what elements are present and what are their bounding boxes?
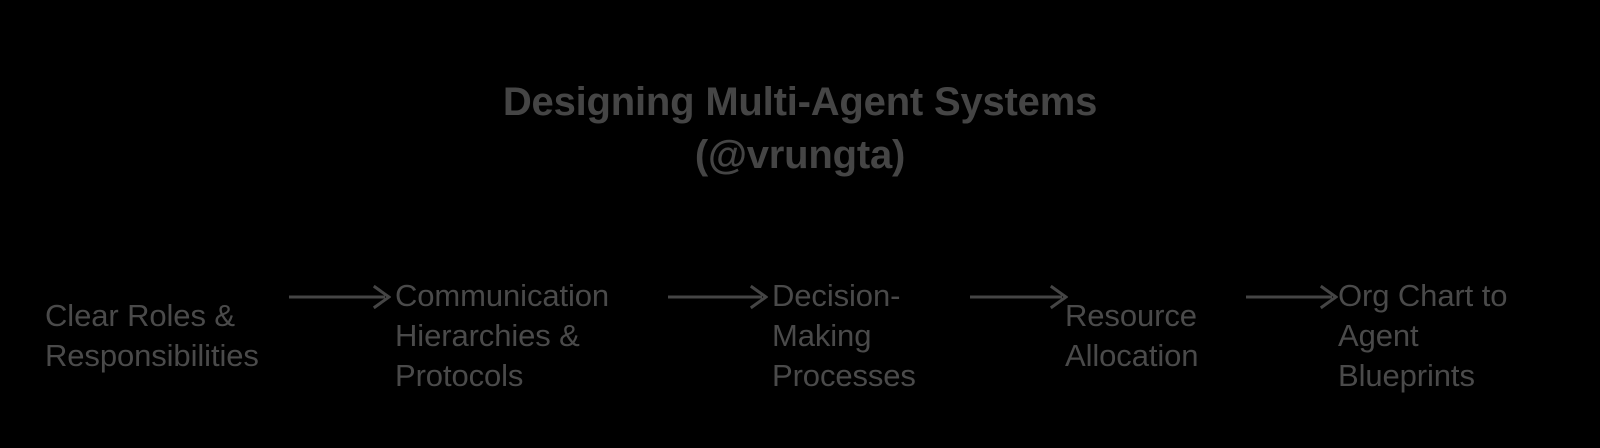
flow-node-org-chart-to-agent-blueprints: Org Chart to Agent Blueprints — [1338, 236, 1578, 436]
title-line-author-handle: (@vrungta) — [694, 133, 906, 177]
flow-node-decision-making-processes: Decision- Making Processes — [772, 236, 972, 436]
arrow-right-icon — [1246, 284, 1338, 310]
flow-node-label: Resource Allocation — [1065, 298, 1199, 373]
flow-node-communication-hierarchies-protocols: Communication Hierarchies & Protocols — [395, 236, 660, 436]
flow-node-clear-roles-responsibilities: Clear Roles & Responsibilities — [45, 256, 295, 416]
process-flow: Clear Roles & Responsibilities Communica… — [0, 232, 1600, 393]
arrow-right-icon — [970, 284, 1068, 310]
flow-node-label: Communication Hierarchies & Protocols — [395, 278, 610, 393]
arrow-right-icon — [668, 284, 768, 310]
title-line-primary: Designing Multi-Agent Systems — [502, 80, 1098, 124]
flow-node-label: Org Chart to Agent Blueprints — [1338, 278, 1508, 393]
flow-node-resource-allocation: Resource Allocation — [1065, 256, 1245, 416]
flow-arrow-2 — [668, 282, 768, 312]
flow-arrow-4 — [1246, 282, 1338, 312]
flow-arrow-3 — [970, 282, 1068, 312]
arrow-right-icon — [289, 284, 391, 310]
flow-arrow-1 — [289, 282, 391, 312]
flow-node-label: Decision- Making Processes — [772, 278, 916, 393]
diagram-title: Designing Multi-Agent Systems (@vrungta) — [0, 76, 1600, 182]
flow-node-label: Clear Roles & Responsibilities — [45, 298, 259, 373]
